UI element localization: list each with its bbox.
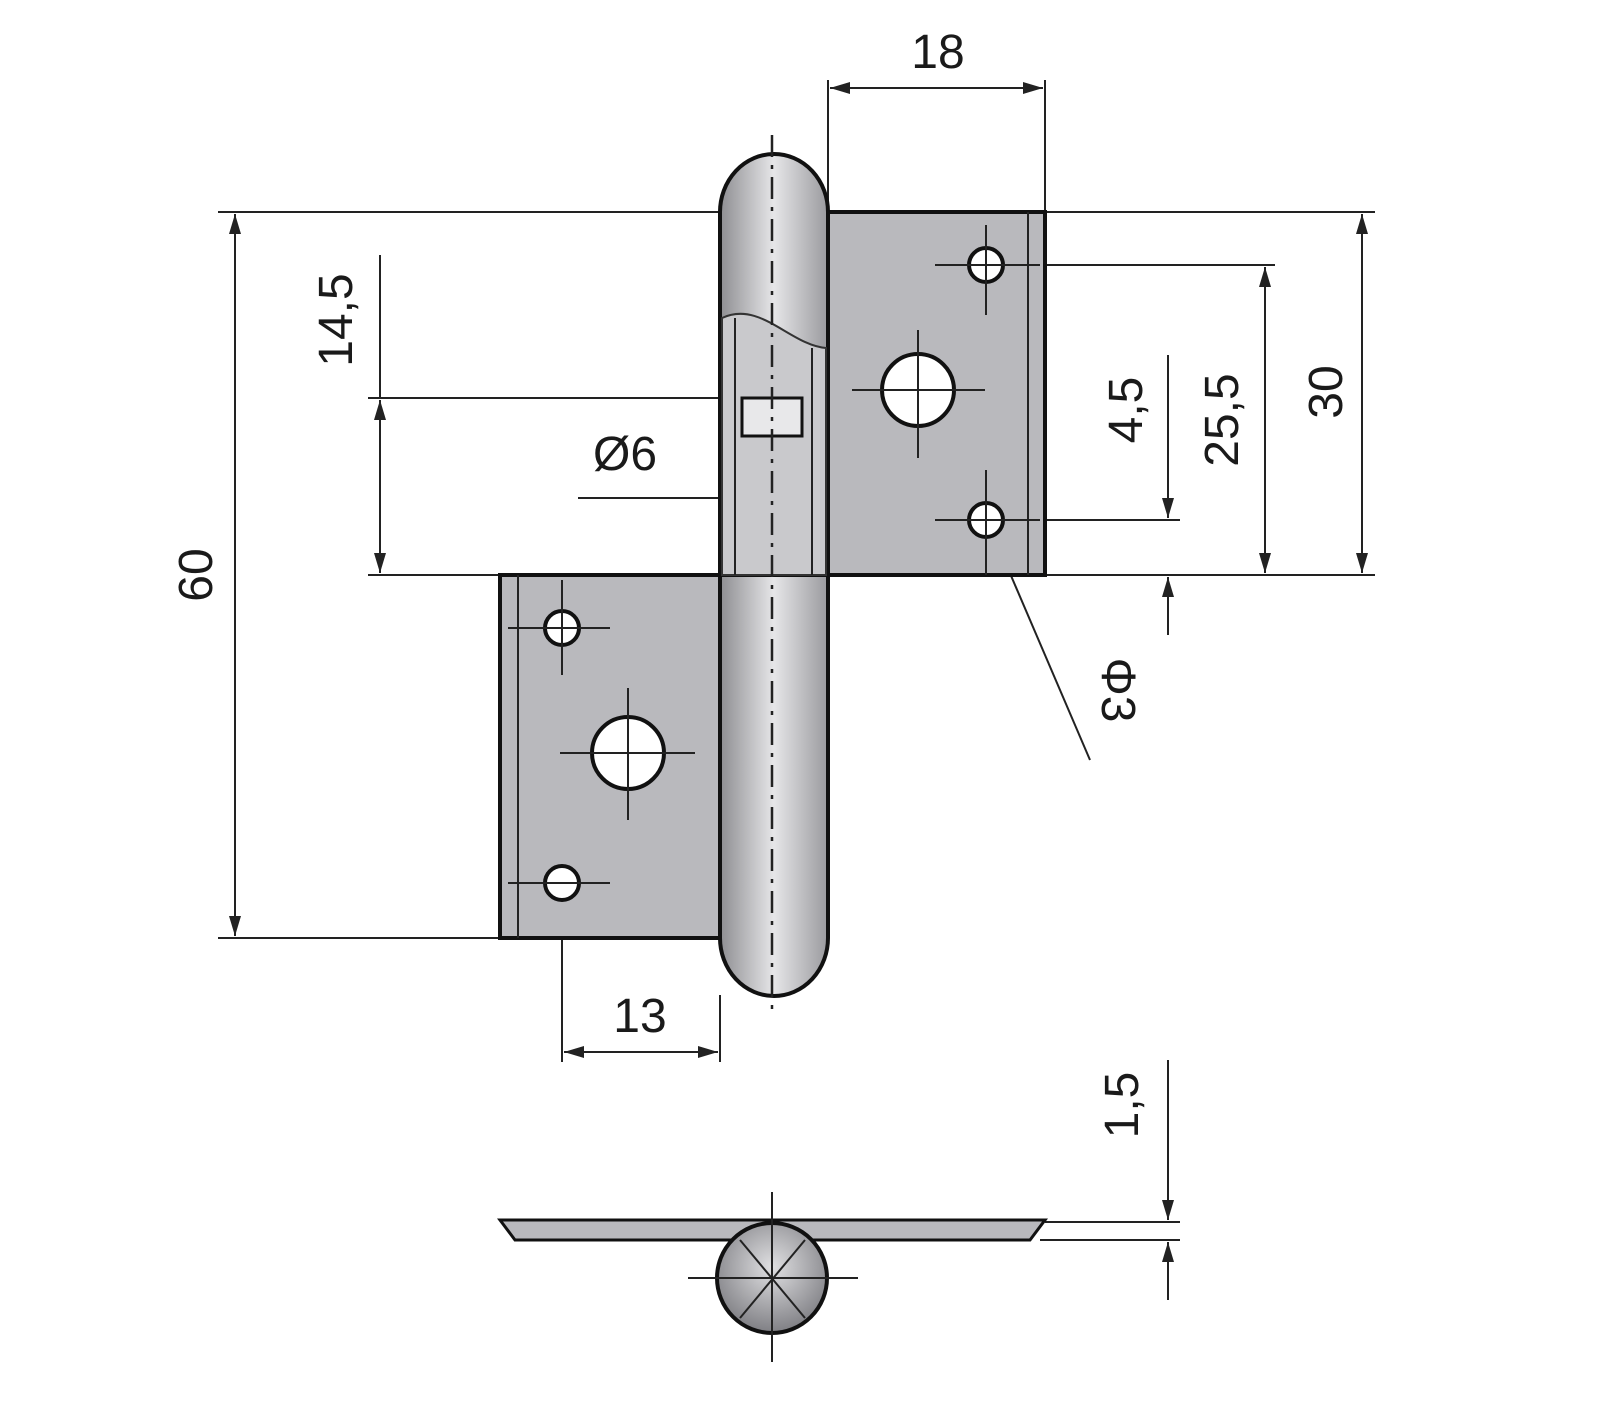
upper-leaf: [826, 210, 1047, 577]
dim-label-18: 18: [911, 26, 964, 79]
dim-label-pin-diameter: Ø6: [593, 428, 657, 481]
hinge-pin: [718, 135, 830, 1015]
dim-label-30: 30: [1300, 365, 1353, 418]
dim-label-14-5: 14,5: [310, 273, 363, 366]
dim-label-4-5: 4,5: [1100, 377, 1153, 444]
dim-label-25-5: 25,5: [1196, 373, 1249, 466]
dim-label-60: 60: [170, 548, 223, 601]
dim-label-13: 13: [613, 990, 666, 1043]
lower-leaf: [498, 573, 722, 940]
side-view: [497, 1192, 1048, 1362]
dim-label-small-hole-diameter: Φ3: [1091, 658, 1144, 723]
dim-label-thickness: 1,5: [1096, 1072, 1149, 1139]
